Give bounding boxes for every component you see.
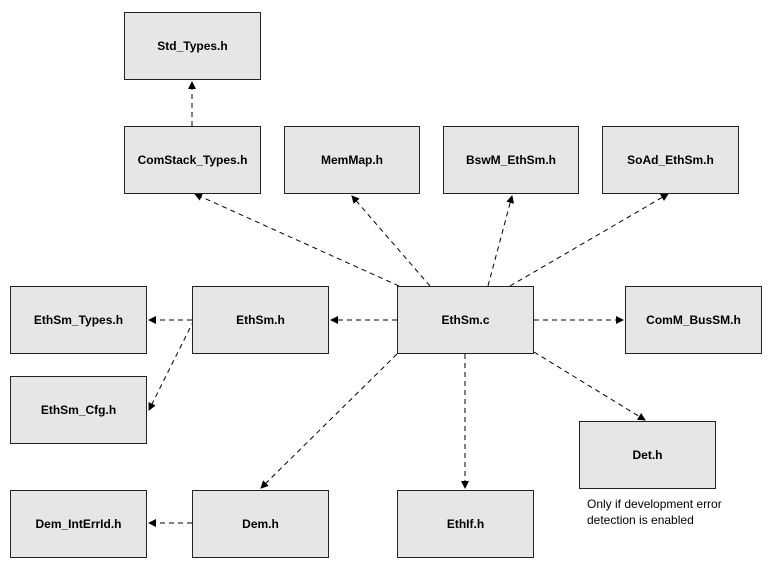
det-condition-note: Only if development error detection is e… — [587, 496, 722, 528]
node-det-h[interactable]: Det.h — [579, 421, 716, 489]
det-note-line-1: Only if development error — [587, 497, 722, 511]
det-note-line-2: detection is enabled — [587, 513, 694, 527]
node-dem-interrid-h[interactable]: Dem_IntErrId.h — [10, 490, 147, 558]
node-ethsm-c[interactable]: EthSm.c — [397, 286, 534, 354]
node-comm-bussm-h[interactable]: ComM_BusSM.h — [625, 286, 762, 354]
node-memmap-h[interactable]: MemMap.h — [284, 126, 420, 194]
node-soad-ethsm-h[interactable]: SoAd_EthSm.h — [602, 126, 739, 194]
node-bswm-ethsm-h[interactable]: BswM_EthSm.h — [443, 126, 579, 194]
edge-ethsm-c-to-comstack-types — [194, 193, 400, 287]
node-ethsm-cfg-h[interactable]: EthSm_Cfg.h — [10, 376, 147, 444]
edge-ethsm-c-to-memmap — [351, 195, 431, 287]
node-ethsm-h[interactable]: EthSm.h — [192, 286, 329, 354]
node-dem-h[interactable]: Dem.h — [192, 490, 329, 558]
edge-ethsm-c-to-dem — [260, 353, 398, 489]
edge-ethsm-c-to-det — [533, 351, 646, 421]
node-ethsm-types-h[interactable]: EthSm_Types.h — [10, 286, 147, 354]
edge-ethsm-h-to-ethsm-cfg — [148, 319, 195, 411]
edge-ethsm-c-to-soad-ethsm — [509, 193, 669, 287]
node-comstack-types-h[interactable]: ComStack_Types.h — [124, 126, 261, 194]
node-std-types-h[interactable]: Std_Types.h — [124, 12, 261, 80]
edge-ethsm-c-to-bswm-ethsm — [487, 195, 515, 287]
node-ethif-h[interactable]: EthIf.h — [397, 490, 534, 558]
